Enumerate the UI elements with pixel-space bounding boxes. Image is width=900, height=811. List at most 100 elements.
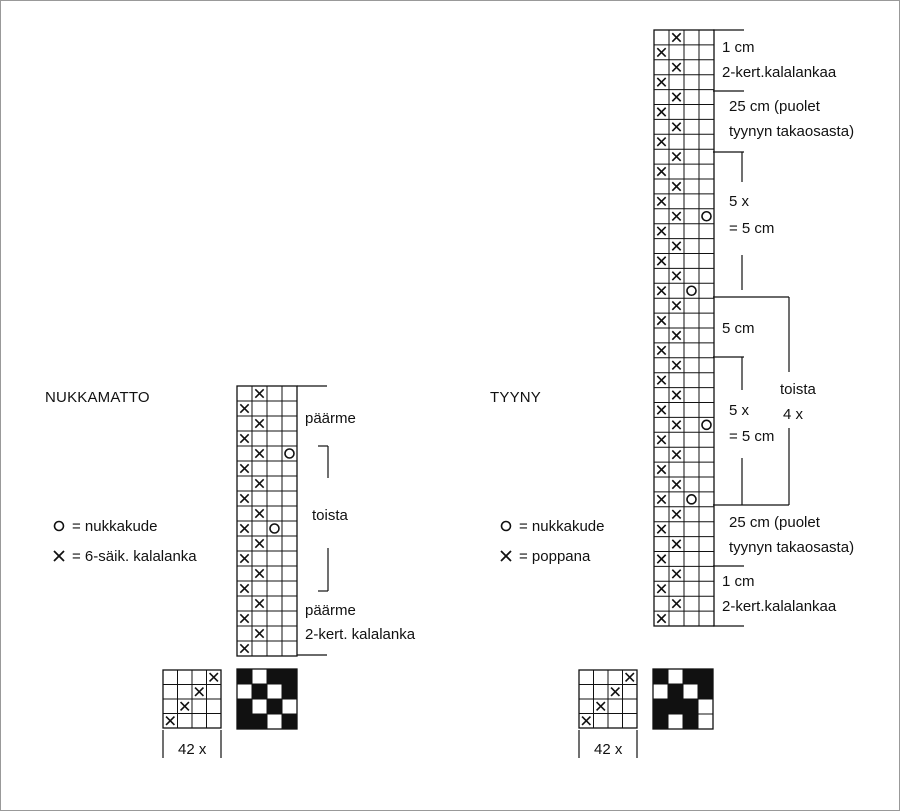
cross-mark bbox=[671, 181, 682, 192]
cross-mark bbox=[239, 433, 250, 444]
cross-mark bbox=[165, 715, 176, 726]
cross-mark bbox=[656, 226, 667, 236]
tieup-cell-filled bbox=[683, 699, 698, 714]
nukkamatto-paarme-top: päärme bbox=[305, 410, 356, 427]
tyyny-brackets bbox=[713, 29, 790, 627]
ring-mark bbox=[686, 285, 697, 297]
tieup-cell-filled bbox=[653, 669, 668, 684]
cross-mark bbox=[656, 166, 667, 177]
tieup-cell-filled bbox=[282, 714, 297, 729]
nukkamatto-brackets bbox=[297, 385, 329, 656]
nukkamatto-threading-grid bbox=[162, 669, 222, 729]
tyyny-toista-line1: toista bbox=[780, 381, 817, 398]
ring-mark bbox=[701, 419, 712, 431]
tyyny-repeat-lines bbox=[578, 730, 638, 758]
tieup-cell-filled bbox=[668, 699, 683, 714]
cross-mark bbox=[671, 569, 682, 579]
cross-mark bbox=[671, 241, 682, 251]
cross-mark bbox=[208, 672, 219, 683]
cross-mark bbox=[656, 315, 667, 326]
tyyny-legend-poppana: = poppana bbox=[519, 548, 591, 565]
tyyny-repeat2-line2: = 5 cm bbox=[729, 428, 774, 445]
tieup-cell-filled bbox=[653, 714, 668, 729]
tyyny-bottom-25cm-line2: tyynyn takaosasta) bbox=[729, 539, 854, 556]
cross-mark bbox=[254, 418, 265, 429]
cross-mark bbox=[671, 330, 682, 341]
cross-mark bbox=[671, 479, 682, 490]
ring-mark bbox=[284, 448, 295, 459]
nukkamatto-title: NUKKAMATTO bbox=[45, 389, 150, 406]
nukkakude-symbol-icon bbox=[500, 520, 512, 532]
tieup-cell-filled bbox=[252, 684, 267, 699]
cross-mark bbox=[656, 196, 667, 207]
cross-mark bbox=[254, 568, 265, 579]
cross-mark bbox=[671, 300, 682, 311]
cross-mark bbox=[656, 107, 667, 117]
cross-mark bbox=[671, 62, 682, 73]
cross-mark bbox=[254, 508, 265, 519]
tyyny-threading-repeat: 42 x bbox=[594, 741, 623, 758]
cross-mark bbox=[581, 715, 592, 726]
nukkamatto-threading-repeat: 42 x bbox=[178, 741, 207, 758]
nukkamatto-paarme-bottom: päärme bbox=[305, 602, 356, 619]
nukkakude-symbol-icon bbox=[53, 520, 65, 532]
cross-mark bbox=[610, 686, 621, 697]
cross-mark bbox=[671, 32, 682, 43]
tyyny-top-25cm-line2: tyynyn takaosasta) bbox=[729, 123, 854, 140]
cross-mark bbox=[656, 434, 667, 445]
cross-mark bbox=[179, 701, 190, 712]
cross-mark bbox=[254, 538, 265, 549]
cross-mark bbox=[656, 285, 667, 296]
tyyny-repeat1-line2: = 5 cm bbox=[729, 220, 774, 237]
cross-mark bbox=[254, 448, 265, 459]
tieup-cell-filled bbox=[683, 669, 698, 684]
tyyny-treadling-grid bbox=[653, 29, 715, 627]
ring-mark bbox=[701, 210, 712, 222]
cross-mark bbox=[656, 375, 667, 385]
cross-mark bbox=[624, 672, 635, 683]
cross-mark bbox=[671, 539, 682, 549]
cross-mark bbox=[254, 598, 265, 609]
cross-mark bbox=[239, 553, 250, 564]
tyyny-top-thread: 2-kert.kalalankaa bbox=[722, 64, 837, 81]
cross-mark bbox=[656, 47, 667, 58]
kalalanka-symbol-icon bbox=[53, 550, 65, 562]
cross-mark bbox=[239, 463, 250, 474]
cross-mark bbox=[656, 524, 667, 534]
tyyny-repeat2-line1: 5 x bbox=[729, 402, 750, 419]
tieup-cell-filled bbox=[653, 699, 668, 714]
cross-mark bbox=[656, 554, 667, 564]
nukkamatto-bottom-thread: 2-kert. kalalanka bbox=[305, 626, 416, 643]
cross-mark bbox=[671, 211, 682, 222]
cross-mark bbox=[671, 509, 682, 520]
cross-mark bbox=[671, 360, 682, 371]
cross-mark bbox=[254, 388, 265, 399]
tyyny-bottom-thread: 2-kert.kalalankaa bbox=[722, 598, 837, 615]
cross-mark bbox=[656, 77, 667, 87]
cross-mark bbox=[671, 420, 682, 430]
cross-mark bbox=[656, 405, 667, 415]
cross-mark bbox=[671, 92, 682, 102]
tyyny-top-1cm: 1 cm bbox=[722, 39, 755, 56]
tieup-cell-filled bbox=[267, 669, 282, 684]
tieup-cell-filled bbox=[668, 684, 683, 699]
cross-mark bbox=[671, 449, 682, 460]
tieup-cell-filled bbox=[683, 714, 698, 729]
cross-mark bbox=[194, 686, 205, 697]
cross-mark bbox=[239, 583, 250, 594]
nukkamatto-treadling-grid bbox=[236, 385, 298, 657]
cross-mark bbox=[656, 256, 667, 266]
cross-mark bbox=[671, 122, 682, 132]
nukkamatto-repeat-lines bbox=[162, 730, 222, 758]
cross-mark bbox=[239, 643, 250, 654]
tieup-cell-filled bbox=[698, 669, 713, 684]
cross-mark bbox=[239, 523, 250, 534]
tieup-cell-filled bbox=[282, 669, 297, 684]
cross-mark bbox=[656, 494, 667, 505]
cross-mark bbox=[656, 464, 667, 475]
ring-mark bbox=[686, 494, 697, 505]
tyyny-repeat1-line1: 5 x bbox=[729, 193, 750, 210]
cross-mark bbox=[656, 613, 667, 624]
